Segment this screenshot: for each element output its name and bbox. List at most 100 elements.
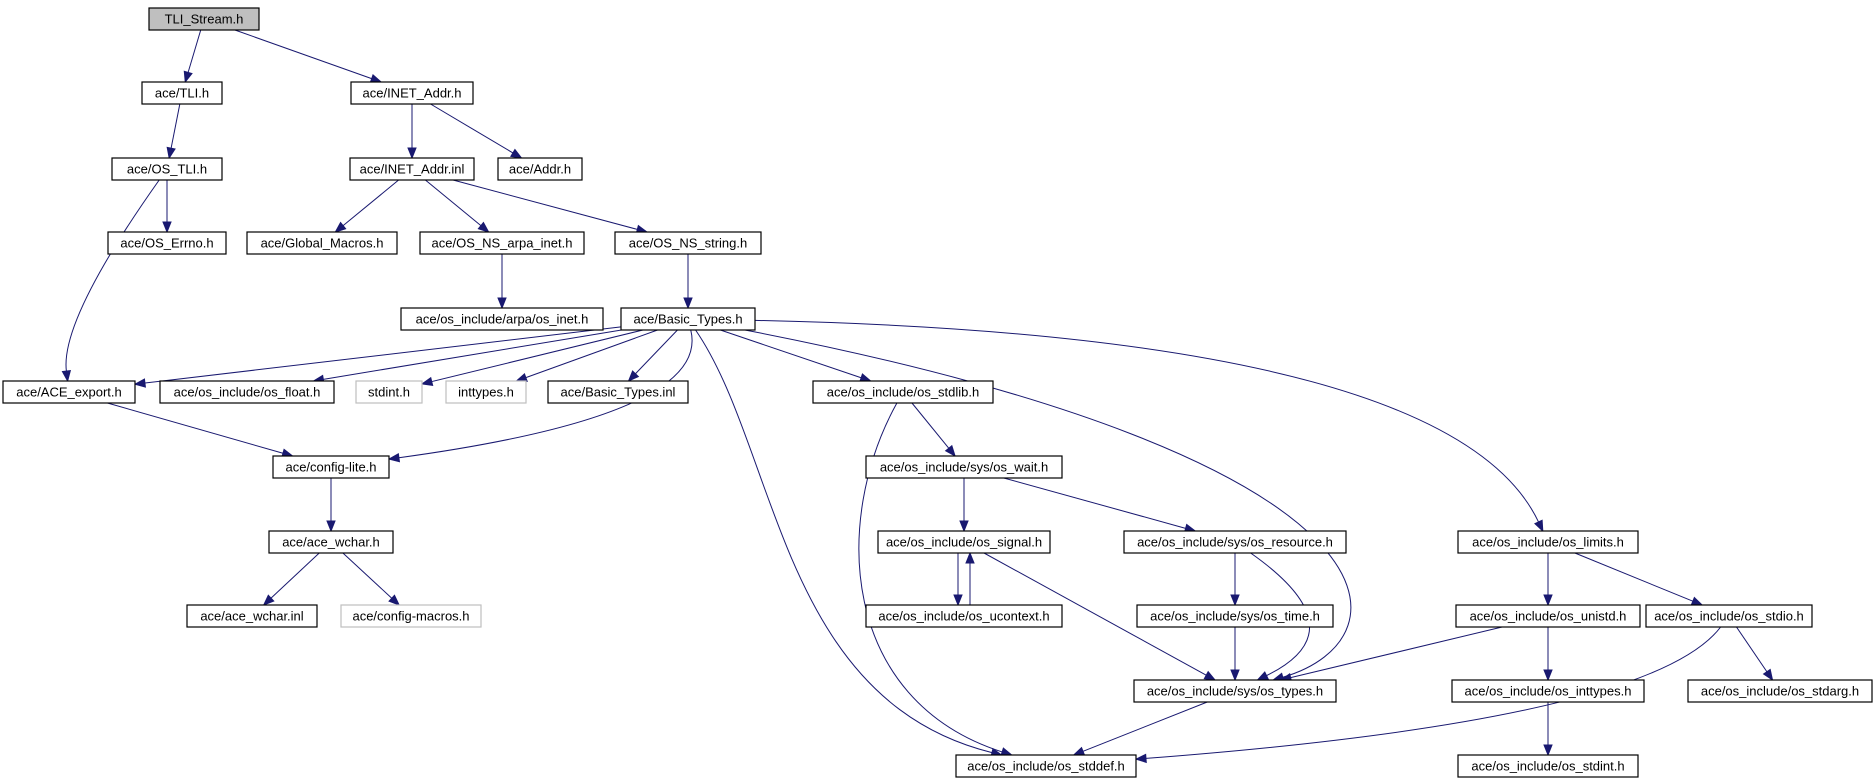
arrowhead-tli_stream-to-inet_addr — [369, 74, 383, 83]
arrowhead-basic_types-to-inttypes — [515, 372, 528, 382]
arrowhead-basic_types-to-ace_export — [133, 378, 146, 388]
node-label: ace/os_include/sys/os_wait.h — [880, 460, 1048, 475]
node-label: ace/os_include/os_limits.h — [1472, 535, 1624, 550]
edge-inet_addr-to-addr — [430, 103, 514, 154]
node-tli[interactable]: ace/TLI.h — [141, 81, 223, 105]
node-box — [340, 604, 482, 628]
node-os-ns-arpa[interactable]: ace/OS_NS_arpa_inet.h — [419, 231, 585, 255]
arrowhead-sys_os_types-to-os_stddef — [1072, 746, 1086, 756]
arrowhead-inet_addr-to-inet_addr_inl — [407, 147, 417, 160]
arrowhead-basic_types-to-basic_types_inl — [627, 370, 640, 382]
node-os-signal[interactable]: ace/os_include/os_signal.h — [877, 530, 1051, 554]
node-label: stdint.h — [368, 385, 410, 400]
arrowhead-os_tli-to-ace_export — [61, 369, 72, 383]
arrowhead-inet_addr_inl-to-os_ns_arpa — [477, 221, 490, 233]
node-label: ace/os_include/os_stdarg.h — [1701, 684, 1859, 699]
arrowhead-tli-to-os_tli — [166, 146, 176, 160]
node-box — [445, 380, 527, 404]
edge-ace_export-to-config_lite — [107, 402, 284, 454]
node-os-stdio[interactable]: ace/os_include/os_stdio.h — [1645, 604, 1813, 628]
arrowhead-os_stdio-to-os_stddef — [1134, 753, 1147, 764]
node-label: ace/os_include/os_unistd.h — [1470, 609, 1627, 624]
node-label: ace/OS_TLI.h — [127, 162, 207, 177]
edge-os_stdlib-to-os_stddef — [858, 402, 1003, 753]
node-ace-export[interactable]: ace/ACE_export.h — [2, 380, 136, 404]
node-os-float[interactable]: ace/os_include/os_float.h — [159, 380, 335, 404]
node-label: ace/os_include/os_stddef.h — [967, 759, 1125, 774]
node-os-inttypes[interactable]: ace/os_include/os_inttypes.h — [1451, 679, 1645, 703]
arrowhead-os_stdio-to-os_stdarg — [1762, 668, 1774, 682]
arrowhead-tli_stream-to-tli — [183, 70, 193, 84]
node-label: ace/Basic_Types.h — [633, 312, 742, 327]
node-basic-types-inl[interactable]: ace/Basic_Types.inl — [547, 380, 689, 404]
node-label: ace/os_include/sys/os_types.h — [1147, 684, 1323, 699]
node-os-limits[interactable]: ace/os_include/os_limits.h — [1457, 530, 1639, 554]
node-label: ace/os_include/os_stdint.h — [1471, 759, 1624, 774]
arrowhead-os_ucontext-to-os_signal — [965, 551, 975, 564]
node-ace-wchar[interactable]: ace/ace_wchar.h — [268, 530, 394, 554]
node-os-ns-string[interactable]: ace/OS_NS_string.h — [614, 231, 762, 255]
node-label: ace/os_include/os_inttypes.h — [1465, 684, 1632, 699]
edge-basic_types-to-basic_types_inl — [635, 329, 678, 375]
node-sys-os-wait[interactable]: ace/os_include/sys/os_wait.h — [865, 455, 1063, 479]
node-box — [272, 455, 390, 479]
node-tli-stream[interactable]: TLI_Stream.h — [148, 7, 260, 31]
node-os-errno[interactable]: ace/OS_Errno.h — [107, 231, 227, 255]
node-label: ace/OS_Errno.h — [120, 236, 213, 251]
edge-os_tli-to-ace_export — [65, 179, 160, 372]
node-label: ace/INET_Addr.h — [363, 86, 462, 101]
node-box — [268, 530, 394, 554]
node-label: ace/os_include/sys/os_resource.h — [1137, 535, 1333, 550]
node-os-stdlib[interactable]: ace/os_include/os_stdlib.h — [812, 380, 994, 404]
node-box — [614, 231, 762, 255]
node-box — [812, 380, 994, 404]
node-os-stdint[interactable]: ace/os_include/os_stdint.h — [1457, 754, 1639, 778]
node-global-macros[interactable]: ace/Global_Macros.h — [246, 231, 398, 255]
node-arpa-os-inet[interactable]: ace/os_include/arpa/os_inet.h — [400, 307, 604, 331]
node-label: ace/TLI.h — [155, 86, 209, 101]
node-box — [497, 157, 583, 181]
node-label: ace/ace_wchar.h — [282, 535, 380, 550]
edge-basic_types-to-os_float — [323, 329, 622, 380]
node-box — [400, 307, 604, 331]
node-inet-addr[interactable]: ace/INET_Addr.h — [350, 81, 474, 105]
node-box — [350, 81, 474, 105]
node-label: ace/os_include/os_stdio.h — [1654, 609, 1804, 624]
node-label: ace/ace_wchar.inl — [200, 609, 303, 624]
node-label: ace/os_include/os_float.h — [174, 385, 321, 400]
node-addr[interactable]: ace/Addr.h — [497, 157, 583, 181]
node-label: ace/INET_Addr.inl — [360, 162, 465, 177]
edge-basic_types-to-os_stdlib — [720, 329, 862, 379]
edge-basic_types-to-ace_export — [144, 326, 622, 384]
arrowhead-sys_os_resource-to-sys_os_time — [1230, 594, 1240, 607]
node-sys-os-resource[interactable]: ace/os_include/sys/os_resource.h — [1123, 530, 1347, 554]
node-box — [1455, 604, 1641, 628]
node-label: ace/os_include/sys/os_time.h — [1150, 609, 1320, 624]
node-os-stdarg[interactable]: ace/os_include/os_stdarg.h — [1687, 679, 1873, 703]
node-os-unistd[interactable]: ace/os_include/os_unistd.h — [1455, 604, 1641, 628]
node-config-lite[interactable]: ace/config-lite.h — [272, 455, 390, 479]
node-label: ace/config-macros.h — [352, 609, 469, 624]
edge-inet_addr_inl-to-os_ns_arpa — [425, 179, 482, 227]
node-ace-wchar-inl[interactable]: ace/ace_wchar.inl — [186, 604, 318, 628]
node-box — [2, 380, 136, 404]
node-label: inttypes.h — [458, 385, 514, 400]
node-box — [1451, 679, 1645, 703]
arrowhead-os_ns_arpa-to-arpa_os_inet — [497, 297, 507, 310]
node-box — [1457, 754, 1639, 778]
node-os-stddef[interactable]: ace/os_include/os_stddef.h — [955, 754, 1137, 778]
edge-ace_wchar-to-config_macros — [342, 552, 393, 599]
node-os-tli[interactable]: ace/OS_TLI.h — [111, 157, 223, 181]
node-inet-addr-inl[interactable]: ace/INET_Addr.inl — [349, 157, 475, 181]
node-box — [159, 380, 335, 404]
node-sys-os-types[interactable]: ace/os_include/sys/os_types.h — [1133, 679, 1337, 703]
arrowhead-os_tli-to-os_errno — [162, 221, 172, 234]
arrowhead-os_stdlib-to-sys_os_wait — [944, 444, 956, 458]
node-os-ucontext[interactable]: ace/os_include/os_ucontext.h — [865, 604, 1063, 628]
arrowhead-os_limits-to-os_unistd — [1543, 594, 1553, 607]
edge-os_signal-to-sys_os_types — [983, 552, 1207, 676]
arrowhead-sys_os_wait-to-os_signal — [959, 520, 969, 533]
edge-tli_stream-to-tli — [187, 29, 202, 73]
node-basic-types[interactable]: ace/Basic_Types.h — [620, 307, 756, 331]
node-sys-os-time[interactable]: ace/os_include/sys/os_time.h — [1136, 604, 1334, 628]
